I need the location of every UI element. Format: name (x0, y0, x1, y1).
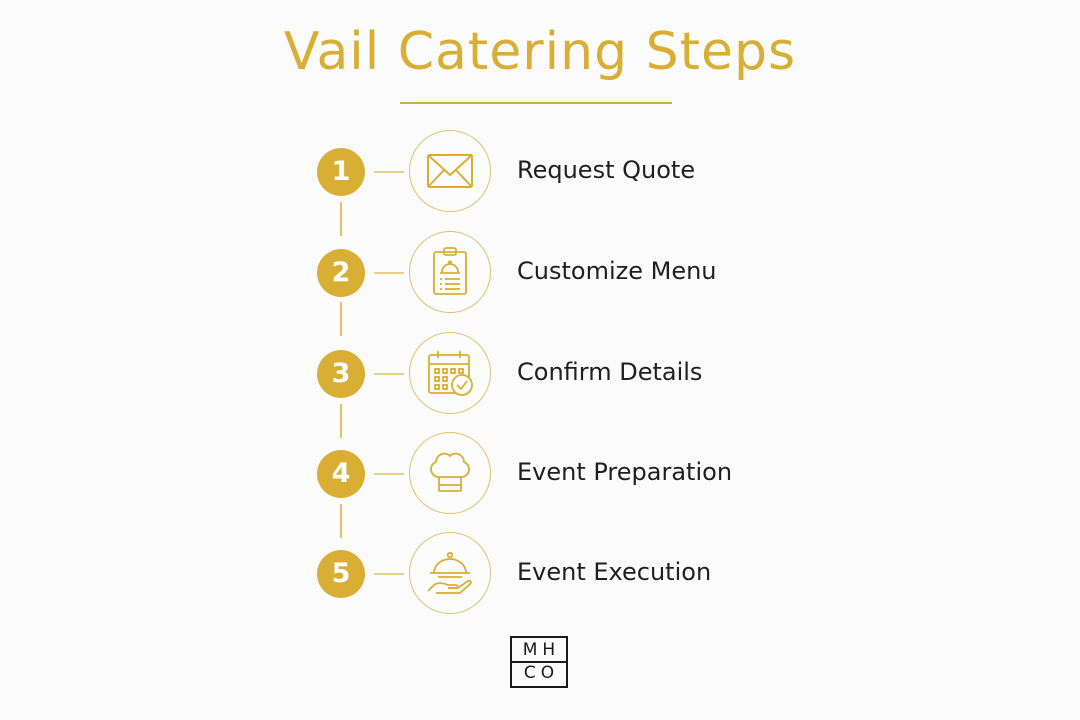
step-label: Event Preparation (517, 458, 733, 486)
step-4: 4 Event Preparation (0, 432, 1080, 516)
calendar-check-icon (409, 332, 491, 414)
brand-logo: MH CO (510, 636, 568, 688)
step-number-badge: 2 (317, 249, 365, 297)
page-title: Vail Catering Steps (283, 22, 797, 82)
step-1: 1 Request Quote (0, 130, 1080, 214)
step-label: Confirm Details (517, 358, 703, 386)
step-number-badge: 3 (317, 350, 365, 398)
step-number-badge: 4 (317, 450, 365, 498)
timeline-connector (340, 404, 342, 438)
step-connector (374, 373, 404, 375)
step-3: 3 Confirm Details (0, 332, 1080, 416)
step-label: Event Execution (517, 558, 712, 586)
timeline-connector (340, 302, 342, 336)
title-underline (400, 102, 672, 104)
step-5: 5 Event Execution (0, 532, 1080, 616)
envelope-icon (409, 130, 491, 212)
step-connector (374, 473, 404, 475)
serving-cloche-icon (409, 532, 491, 614)
chef-hat-icon (409, 432, 491, 514)
step-label: Customize Menu (517, 257, 717, 285)
step-number-badge: 5 (317, 550, 365, 598)
step-number-badge: 1 (317, 148, 365, 196)
logo-line-1: MH (512, 639, 566, 663)
timeline-connector (340, 504, 342, 538)
step-label: Request Quote (517, 156, 696, 184)
step-connector (374, 272, 404, 274)
step-connector (374, 573, 404, 575)
step-connector (374, 171, 404, 173)
timeline-connector (340, 202, 342, 236)
logo-line-2: CO (523, 663, 560, 683)
clipboard-menu-icon (409, 231, 491, 313)
step-2: 2 Customize Menu (0, 231, 1080, 315)
